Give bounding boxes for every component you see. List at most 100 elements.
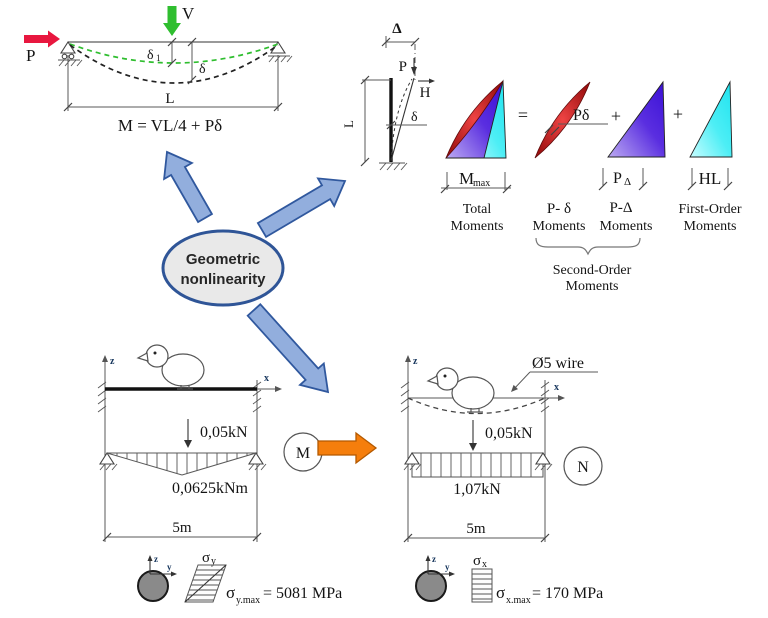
section-n: z y σ x σ x.max = 170 MPa xyxy=(415,553,603,606)
left-wall-hatch xyxy=(97,381,107,413)
section-z-label: z xyxy=(154,554,158,564)
load-p-arrow xyxy=(24,30,60,48)
z-axis-n xyxy=(405,355,411,362)
sigma-x-value-rest: = 170 MPa xyxy=(532,585,603,602)
length-dimension xyxy=(63,55,283,112)
bird xyxy=(136,344,205,390)
p-delta-lens xyxy=(534,81,591,159)
span-label-n: 5m xyxy=(466,521,486,537)
span-dimension xyxy=(102,532,262,542)
hl-dimension xyxy=(687,168,733,191)
load-label-n: 0,05kN xyxy=(485,425,533,442)
moment-equation: M max = Pδ + P Δ + HL Total Moments P- δ… xyxy=(440,79,742,294)
n-left-support xyxy=(403,451,422,471)
mmax-sub: max xyxy=(473,178,490,189)
p-small-delta-line2: Moments xyxy=(533,219,586,234)
n-circle xyxy=(563,446,603,486)
delta1-sub: 1 xyxy=(156,53,161,63)
mmax-label: M xyxy=(459,169,474,188)
load-p-label: P xyxy=(26,46,35,65)
moment-formula: M = VL/4 + Pδ xyxy=(118,116,222,135)
load-arrow xyxy=(184,419,192,448)
second-order-line2: Moments xyxy=(566,279,619,294)
p-big-delta-line2: Moments xyxy=(600,219,653,234)
sigma-y-value-sub: y.max xyxy=(236,595,260,606)
delta1-label: δ xyxy=(147,48,154,63)
load-v-label: V xyxy=(182,4,195,23)
delta1-measure xyxy=(167,37,177,68)
column-length-label: L xyxy=(341,120,356,128)
sigma-x-value-sub: x.max xyxy=(506,595,531,606)
right-wall-hatch xyxy=(252,381,262,413)
arrow-to-column xyxy=(256,177,347,239)
beam-m-diagram: z x 0,05kN xyxy=(97,344,323,542)
section-y-label-n: y xyxy=(445,562,450,572)
deflected-column-curve xyxy=(390,78,413,162)
deflected-column-line xyxy=(390,77,415,162)
p-small-delta-line1: P- δ xyxy=(547,201,571,217)
section-m: z y σ y σ y.max = 5081 MPa xyxy=(137,550,342,606)
left-pin-support xyxy=(58,40,83,67)
m-right-support xyxy=(247,451,267,471)
load-label: 0,05kN xyxy=(200,424,248,441)
m-left-support xyxy=(98,451,118,471)
span-label: 5m xyxy=(172,520,192,536)
section-axes xyxy=(147,555,177,577)
m-circle-label: M xyxy=(296,445,310,462)
Delta-label: Δ xyxy=(392,21,402,37)
beam-n-diagram: z x Ø5 wire xyxy=(400,355,603,543)
total-moments-line1: Total xyxy=(463,202,492,217)
deflection-curve-first-order xyxy=(69,43,279,64)
x-axis-label: x xyxy=(264,373,269,384)
x-axis-label-n: x xyxy=(554,382,559,393)
second-order-brace xyxy=(535,237,641,256)
p-delta-tick-2 xyxy=(550,126,560,136)
top-beam-diagram: P V δ 1 δ L M = VL/4 + Pδ xyxy=(24,4,293,135)
n-right-support xyxy=(534,451,553,471)
length-label: L xyxy=(165,91,174,107)
p-Delta-triangle xyxy=(607,80,666,158)
arrow-to-example xyxy=(246,303,330,394)
sigma-x-value: σ xyxy=(496,583,505,602)
right-pin-support xyxy=(268,40,293,63)
wire-label: Ø5 wire xyxy=(532,355,584,372)
section-z-label-n: z xyxy=(432,554,436,564)
bird-n xyxy=(426,367,495,413)
moment-value-label: 0,0625kNm xyxy=(172,480,249,497)
column-p-arrow xyxy=(411,58,417,75)
z-axis-label: z xyxy=(110,356,115,367)
first-order-line2: Moments xyxy=(684,219,737,234)
column-diagram: Δ P H δ L xyxy=(341,21,435,171)
z-axis xyxy=(102,355,108,362)
column-delta-label: δ xyxy=(411,110,418,125)
load-v-arrow xyxy=(163,6,181,36)
column-p-label: P xyxy=(399,59,407,75)
sigma-x-title: σ xyxy=(473,553,481,569)
h-label: H xyxy=(420,85,431,101)
sigma-y-value: σ xyxy=(226,583,235,602)
center-hub: Geometric nonlinearity xyxy=(161,150,347,394)
p-big-delta-line1: P-Δ xyxy=(610,200,633,216)
p-Delta-dimension xyxy=(598,168,648,191)
column-length-dimension xyxy=(360,75,391,167)
n-circle-label: N xyxy=(577,459,589,476)
first-order-line1: First-Order xyxy=(679,202,742,217)
transition-arrow xyxy=(317,431,378,465)
plus-sign-1: + xyxy=(611,106,621,126)
axial-diagram-shape xyxy=(411,452,544,478)
x-axis xyxy=(257,386,282,392)
h-vector-arrow xyxy=(418,78,435,84)
axial-stress-shape xyxy=(471,568,493,603)
sigma-y-title: σ xyxy=(202,550,210,566)
mmax-dimension xyxy=(440,172,512,194)
sigma-y-title-sub: y xyxy=(211,556,216,567)
hl-triangle xyxy=(689,80,733,158)
bending-stress-shape xyxy=(184,564,227,603)
deflection-curve-second-order xyxy=(69,44,279,84)
span-dimension-n xyxy=(403,533,550,543)
wire-callout xyxy=(511,371,598,392)
equals-sign: = xyxy=(518,105,528,125)
p-delta-label: Pδ xyxy=(573,107,589,124)
load-arrow-n xyxy=(469,420,477,451)
